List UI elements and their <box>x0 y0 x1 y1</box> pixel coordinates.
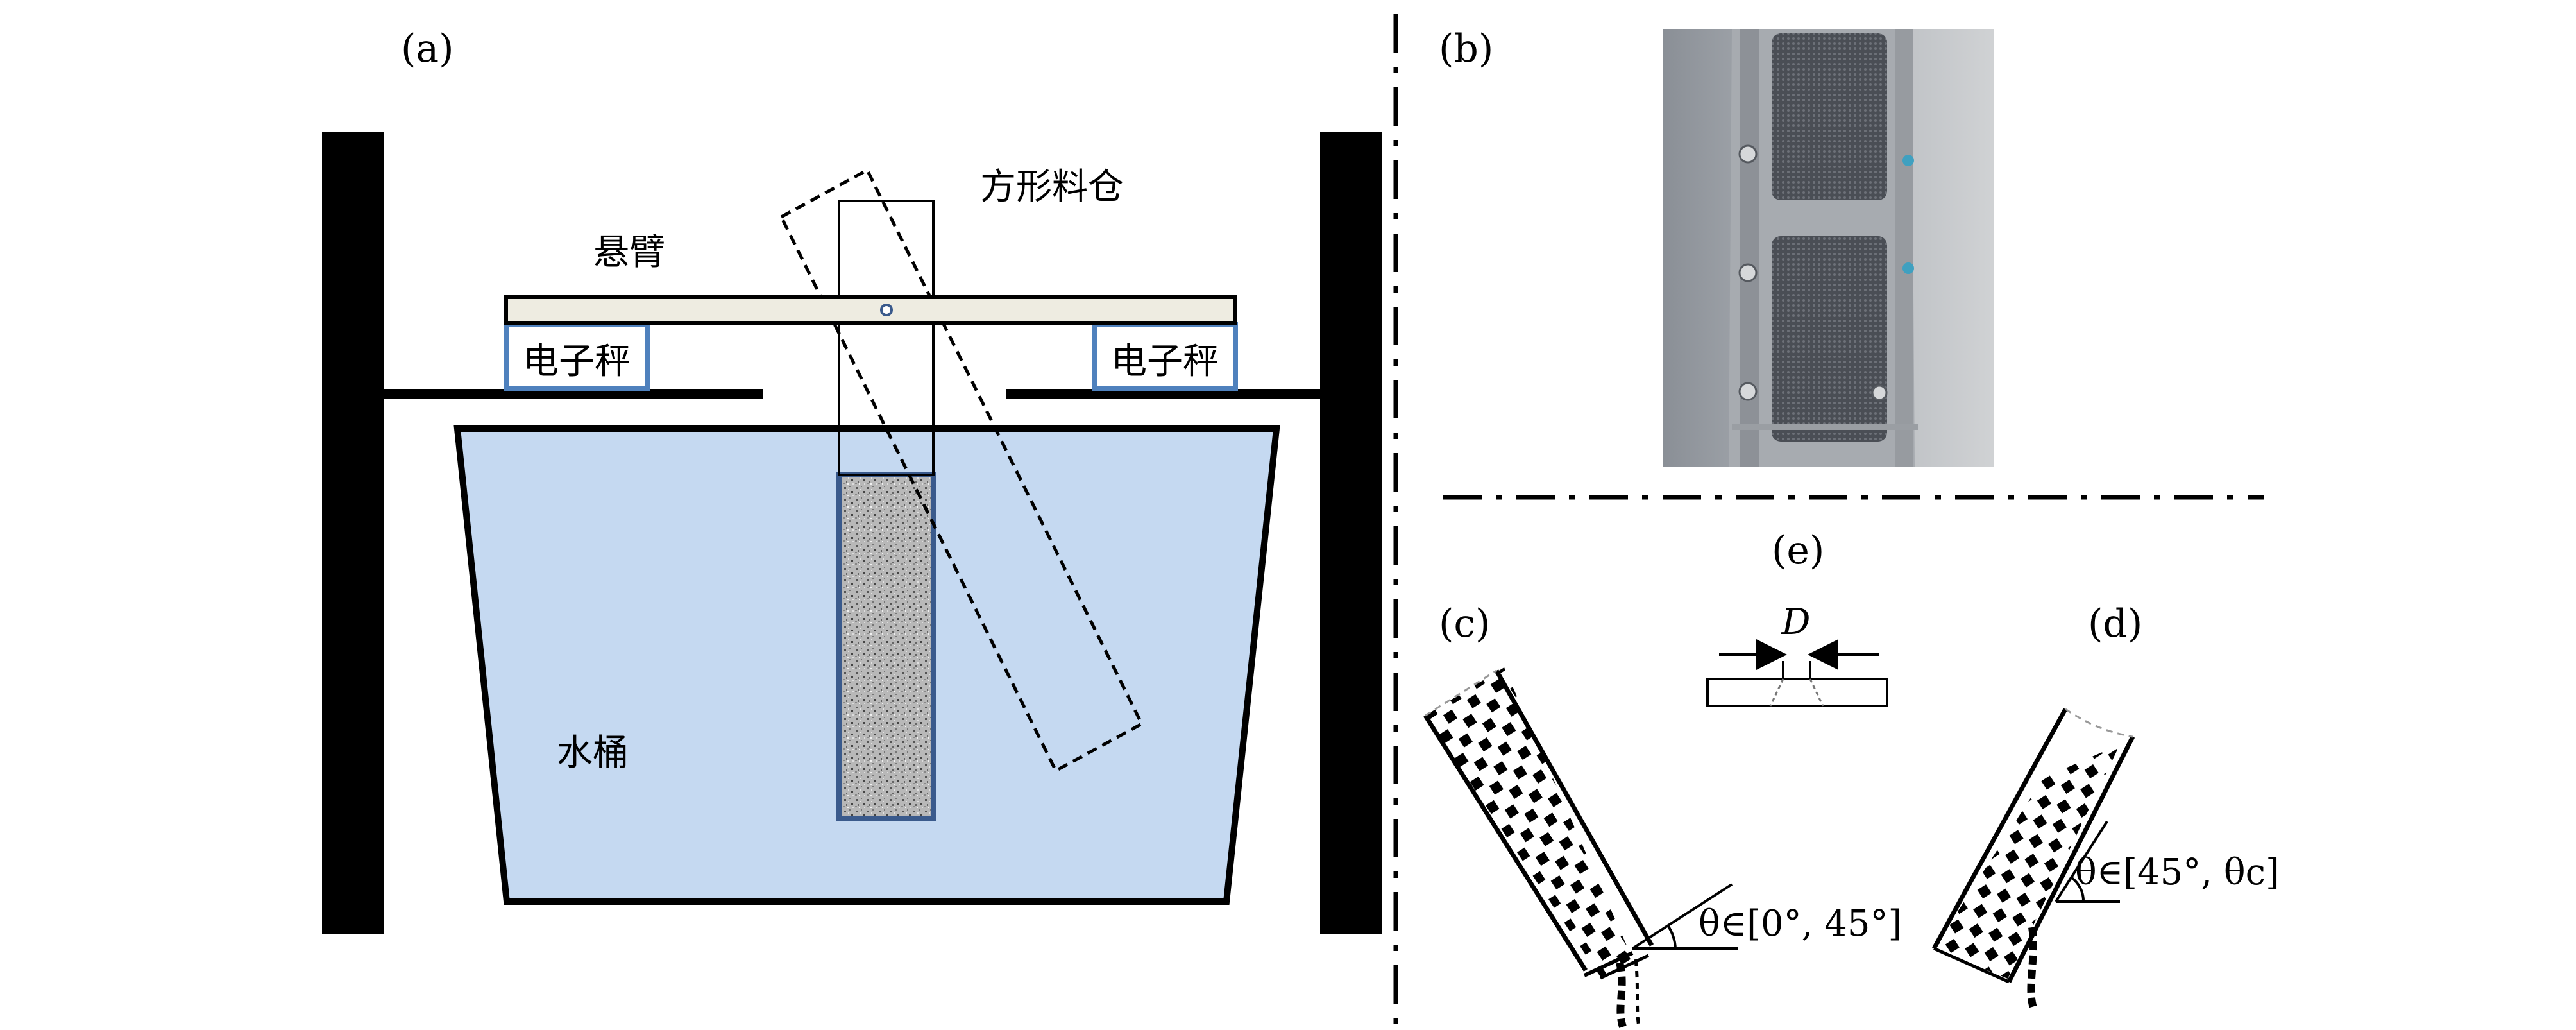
hopper-label: 方形料仓 <box>980 166 1124 208</box>
panel-d-label: (d) <box>2088 601 2142 646</box>
pivot-point <box>880 304 893 316</box>
right-stand <box>1320 132 1382 934</box>
theta-range-d: θ∈[45°, θc] <box>2075 852 2280 893</box>
left-scale-label: 电子秤 <box>523 341 631 382</box>
panel-a-label: (a) <box>401 26 454 71</box>
left-support-arm <box>384 389 763 399</box>
cantilever-beam <box>504 295 1237 325</box>
granular-column <box>836 472 936 821</box>
left-stand <box>322 132 384 934</box>
theta-range-c: θ∈[0°, 45°] <box>1699 903 1902 945</box>
right-support-arm <box>1006 389 1320 399</box>
tilted-silo-d <box>1931 708 2135 1009</box>
diameter-label: D <box>1781 601 1811 643</box>
cantilever-label: 悬臂 <box>593 232 665 273</box>
panel-e-label: (e) <box>1772 528 1824 573</box>
panel-b-label: (b) <box>1439 26 1493 71</box>
left-scale <box>504 322 650 391</box>
right-scale <box>1092 322 1238 391</box>
panel-c-label: (c) <box>1439 601 1490 646</box>
vertical-hopper <box>838 200 935 476</box>
hopper-photo <box>1663 29 1994 467</box>
orifice-plate <box>1706 639 1888 707</box>
bucket-label: 水桶 <box>557 732 629 774</box>
tilted-hopper <box>779 167 1144 773</box>
tilted-silo-c <box>1423 667 1738 1028</box>
right-scale-label: 电子秤 <box>1111 341 1219 382</box>
